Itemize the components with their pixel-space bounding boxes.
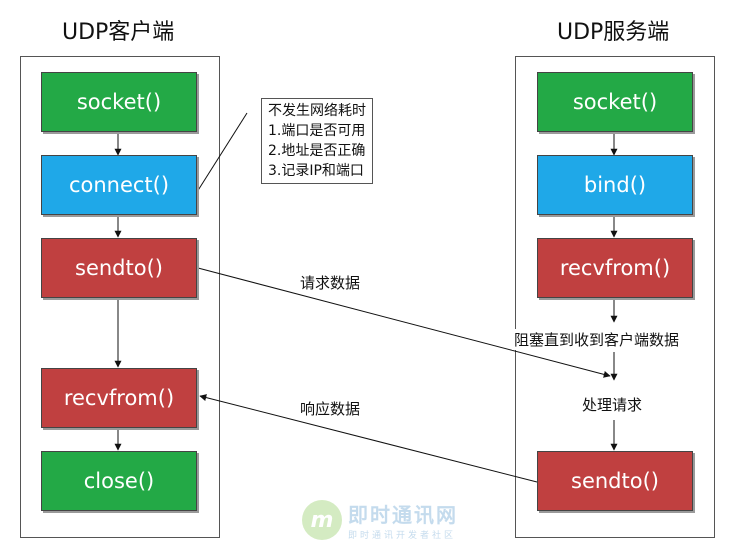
client-connect-box: connect() — [41, 155, 197, 215]
note-line-3: 2.地址是否正确 — [268, 143, 366, 159]
server-bind-box: bind() — [537, 155, 693, 215]
server-title: UDP服务端 — [557, 20, 670, 45]
client-recvfrom-box: recvfrom() — [41, 368, 197, 428]
client-close-box: close() — [41, 451, 197, 511]
server-sendto-box: sendto() — [537, 451, 693, 511]
client-sendto-box: sendto() — [41, 238, 197, 298]
request-arrow — [197, 267, 611, 378]
server-recvfrom-box: recvfrom() — [537, 238, 693, 298]
client-socket-box: socket() — [41, 72, 197, 132]
client-frame — [20, 56, 220, 538]
watermark-text: 即时通讯网 即时通讯开发者社区 — [348, 499, 458, 541]
server-process-label: 处理请求 — [580, 394, 645, 415]
connect-note: 不发生网络耗时 1.端口是否可用 2.地址是否正确 3.记录IP和端口 — [261, 98, 373, 184]
watermark-logo-icon: m — [302, 500, 342, 540]
watermark-subtitle: 即时通讯开发者社区 — [348, 531, 457, 541]
note-line-2: 1.端口是否可用 — [268, 123, 366, 139]
response-arrow — [199, 394, 538, 483]
server-block-label: 阻塞直到收到客户端数据 — [512, 329, 682, 350]
response-label: 响应数据 — [300, 400, 361, 418]
server-socket-box: socket() — [537, 72, 693, 132]
client-title: UDP客户端 — [62, 20, 175, 45]
server-frame — [515, 56, 715, 538]
request-label: 请求数据 — [300, 274, 361, 292]
watermark: m 即时通讯网 即时通讯开发者社区 — [302, 496, 458, 544]
watermark-name: 即时通讯网 — [348, 503, 458, 527]
note-leader-line — [196, 112, 248, 193]
note-line-1: 不发生网络耗时 — [268, 103, 366, 119]
note-line-4: 3.记录IP和端口 — [268, 163, 364, 179]
